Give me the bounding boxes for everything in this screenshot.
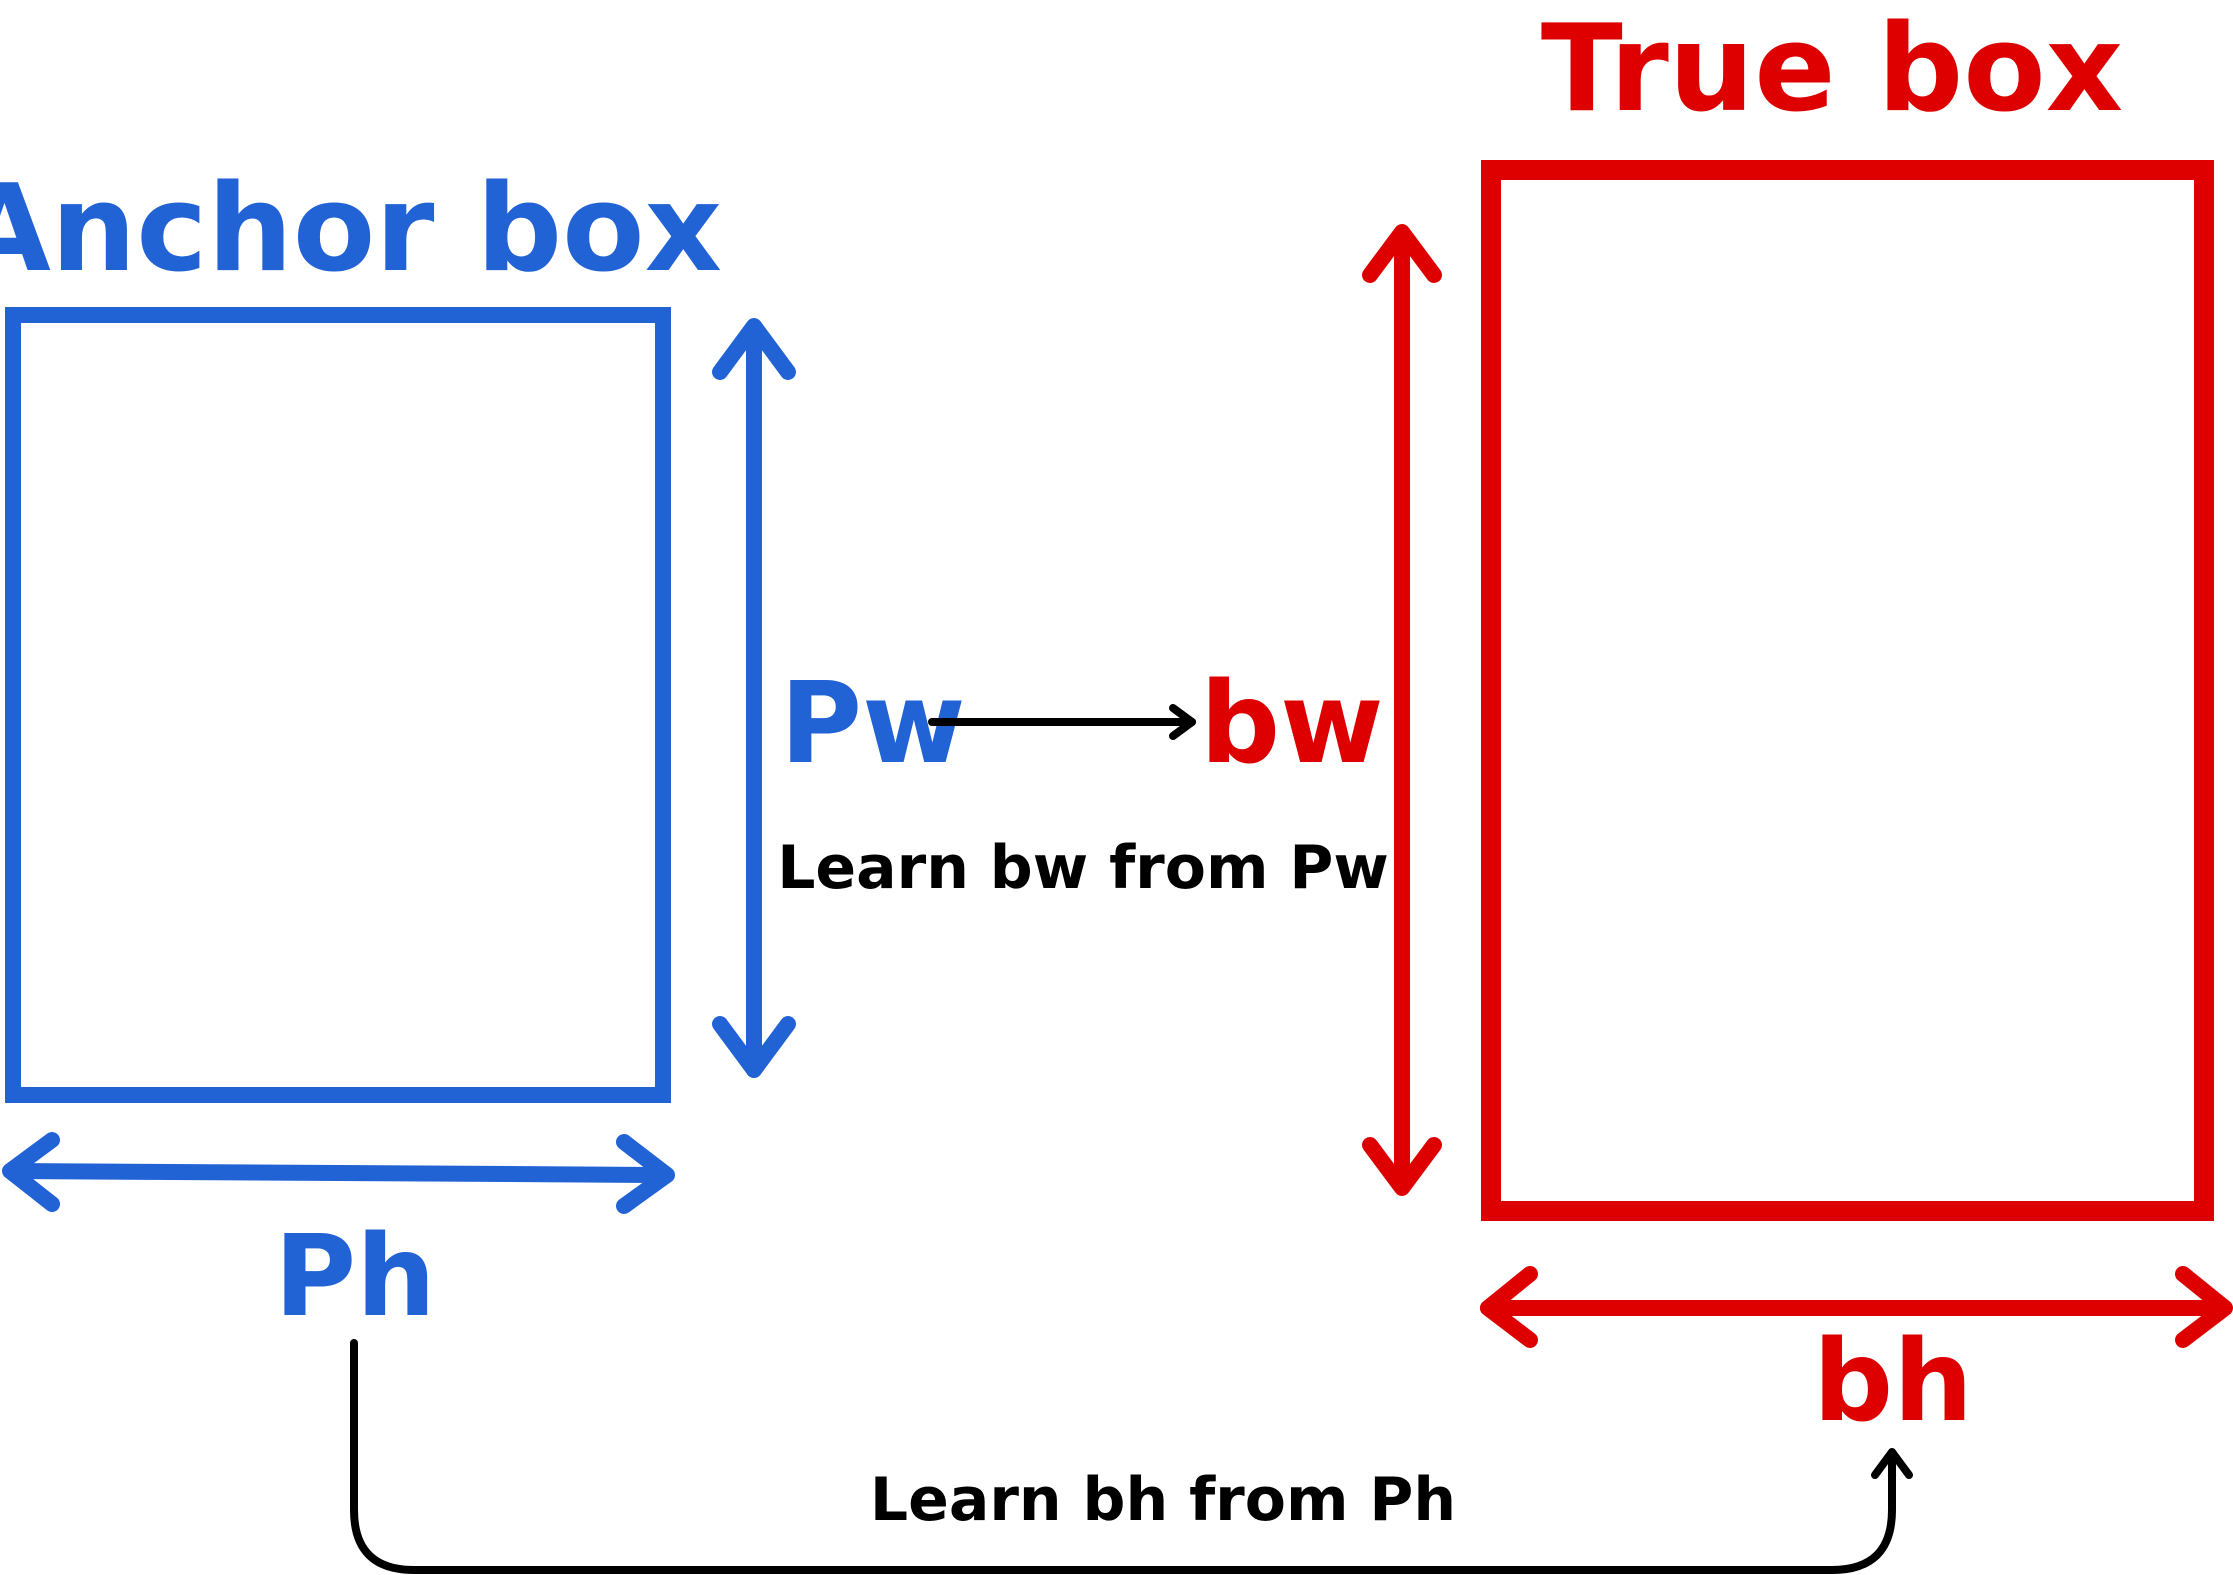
height-relation-caption: Learn bh from Ph xyxy=(870,1465,1456,1535)
anchor-box-title: Anchor box xyxy=(0,160,722,299)
width-relation-arrow xyxy=(928,704,1196,740)
true-width-label: bw xyxy=(1200,659,1384,789)
true-horizontal-arrow xyxy=(1480,1266,2233,1348)
true-box-title: True box xyxy=(1541,0,2123,139)
true-box-rect xyxy=(1481,160,2214,1221)
anchor-box-group: Anchor box Pw Ph xyxy=(0,160,966,1342)
true-box-group: True box bw bh xyxy=(1200,0,2233,1447)
anchor-vertical-arrow xyxy=(712,318,796,1078)
anchor-height-label: Ph xyxy=(274,1212,436,1342)
anchor-horizontal-arrow xyxy=(2,1132,675,1214)
true-vertical-arrow xyxy=(1362,224,1442,1196)
anchor-box-rect xyxy=(5,307,671,1103)
true-height-label: bh xyxy=(1813,1317,1973,1447)
height-relation-arrow xyxy=(350,1339,1913,1574)
width-relation-caption: Learn bw from Pw xyxy=(777,833,1389,903)
height-relation: Learn bh from Ph xyxy=(350,1339,1913,1574)
width-relation: Learn bw from Pw xyxy=(777,704,1389,903)
